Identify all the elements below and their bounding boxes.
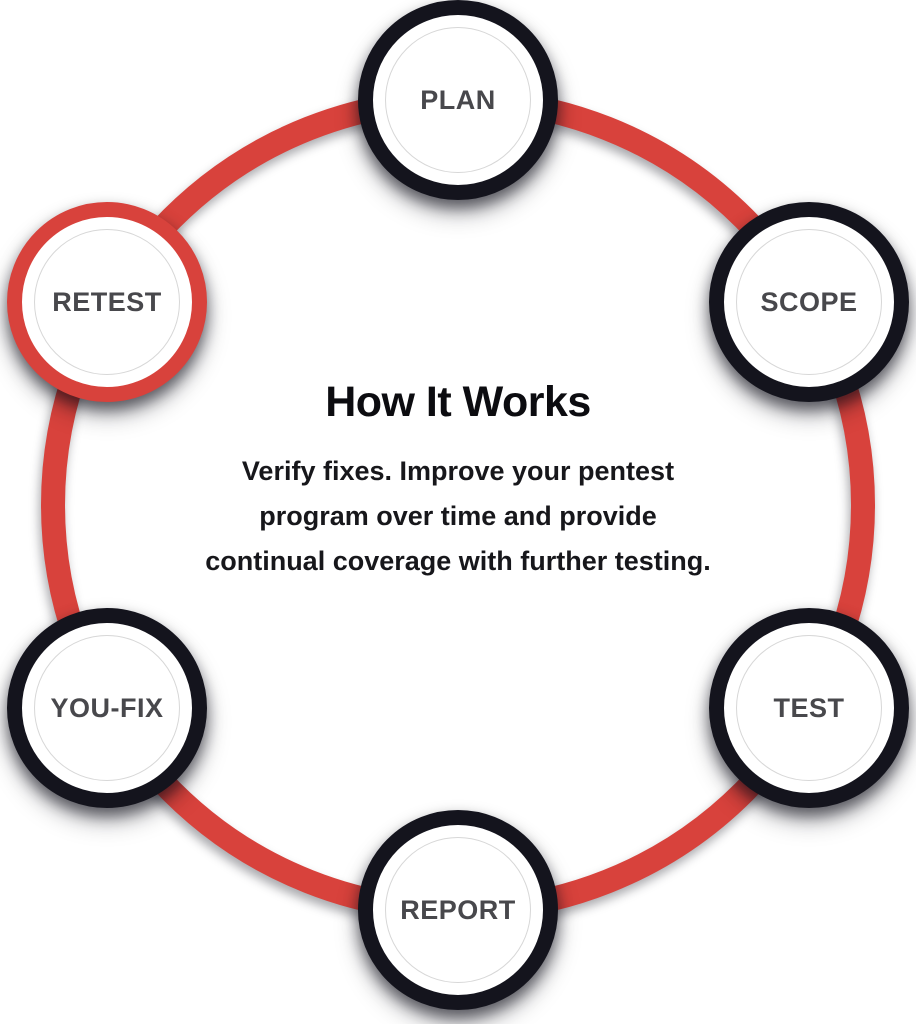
stage-node-test: TEST xyxy=(709,608,909,808)
stage-label-retest: RETEST xyxy=(52,286,162,317)
stage-node-report: REPORT xyxy=(358,810,558,1010)
stage-label-scope: SCOPE xyxy=(760,286,858,317)
stage-label-you-fix: YOU-FIX xyxy=(50,692,164,723)
stage-node-you-fix: YOU-FIX xyxy=(7,608,207,808)
center-text-block: How It Works Verify fixes. Improve your … xyxy=(0,378,916,584)
stage-label-plan: PLAN xyxy=(420,84,496,115)
diagram-description-line: continual coverage with further testing. xyxy=(205,546,711,576)
stage-node-plan: PLAN xyxy=(358,0,558,200)
diagram-description-line: program over time and provide xyxy=(259,501,657,531)
diagram-title: How It Works xyxy=(325,378,591,426)
diagram-description-line: Verify fixes. Improve your pentest xyxy=(241,456,675,486)
stage-label-test: TEST xyxy=(773,692,845,723)
stage-node-scope: SCOPE xyxy=(709,202,909,402)
stage-label-report: REPORT xyxy=(400,894,516,925)
stage-node-retest: RETEST xyxy=(7,202,207,402)
